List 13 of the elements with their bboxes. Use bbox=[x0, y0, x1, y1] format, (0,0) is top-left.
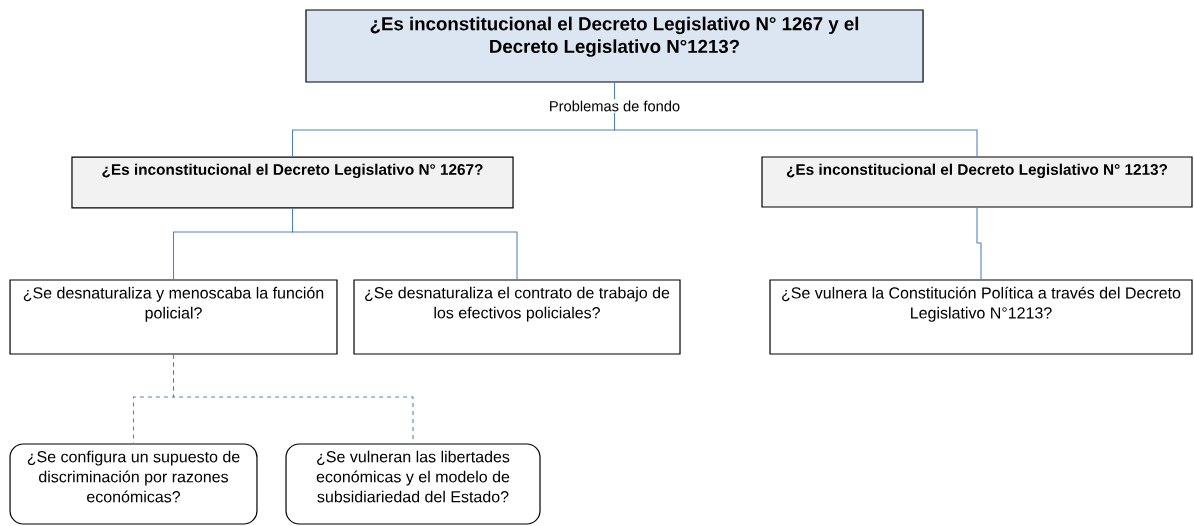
question-box: ¿Es inconstitucional el Decreto Legislativo N° 1267? bbox=[71, 156, 514, 209]
dashed-connector bbox=[172, 354, 414, 444]
question-box: ¿Se desnaturaliza el contrato de trabajo de los efectivos policiales? bbox=[353, 279, 681, 355]
question-box: ¿Se vulneran las libertades económicas y el modelo de subsidiariedad del Estado? bbox=[285, 443, 541, 525]
connector bbox=[976, 207, 982, 280]
connector bbox=[613, 82, 978, 157]
question-box: ¿Se vulnera la Constitución Política a través del Decreto Legislativo N°1213? bbox=[769, 279, 1193, 355]
question-box: ¿Se configura un supuesto de discriminación por razones económicas? bbox=[9, 443, 258, 525]
edge-label: Problemas de fondo bbox=[547, 99, 682, 113]
question-box: ¿Se desnaturaliza y menoscaba la función policial? bbox=[9, 279, 338, 355]
question-box: ¿Es inconstitucional el Decreto Legislativo N° 1213? bbox=[761, 156, 1193, 208]
title-box: ¿Es inconstitucional el Decreto Legislativo N° 1267 y el Decreto Legislativo N°1213? bbox=[305, 9, 924, 83]
connector bbox=[291, 208, 518, 280]
